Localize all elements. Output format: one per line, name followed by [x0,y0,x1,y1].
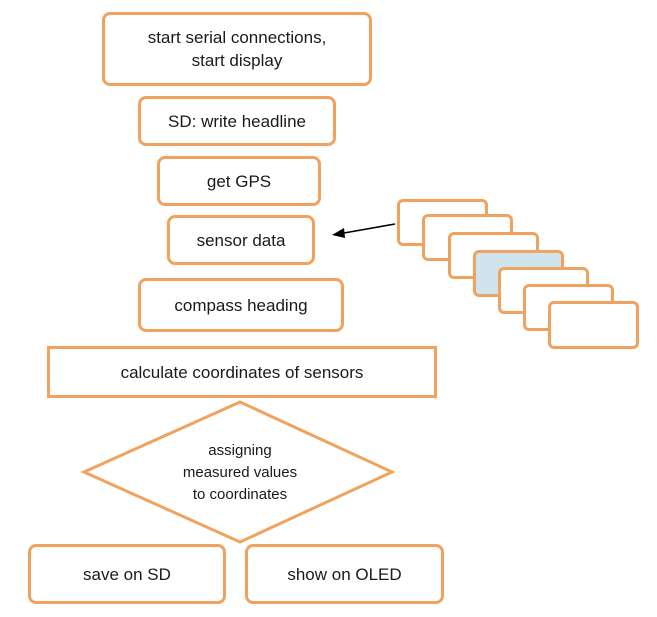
step-calculate-coordinates: calculate coordinates of sensors [47,346,437,398]
step-start-serial-line2: start display [191,51,283,70]
sensor-card-7 [548,301,639,349]
step-compass-heading: compass heading [138,278,344,332]
sensor-arrow-head [332,228,345,238]
output-show-on-oled-label: show on OLED [287,564,402,584]
decision-label-line3: to coordinates [192,486,288,503]
step-sd-headline-label: SD: write headline [168,111,306,131]
step-compass-heading-label: compass heading [174,295,308,315]
sensor-arrow-line [343,223,396,234]
step-get-gps: get GPS [157,156,321,206]
output-show-on-oled: show on OLED [245,544,444,604]
step-calculate-coordinates-label: calculate coordinates of sensors [120,362,364,382]
step-sensor-data-label: sensor data [196,230,286,250]
decision-label: assigning measured values to coordinates [130,440,350,506]
step-sensor-data: sensor data [167,215,315,265]
output-save-on-sd: save on SD [28,544,226,604]
step-get-gps-label: get GPS [206,171,272,191]
step-sd-headline: SD: write headline [138,96,336,146]
step-start-serial: start serial connections, start display [102,12,372,86]
decision-label-line2: measured values [182,464,298,481]
step-start-serial-line1: start serial connections, [147,28,327,47]
decision-diamond [80,400,396,544]
output-save-on-sd-label: save on SD [83,564,171,584]
decision-label-line1: assigning [208,442,272,459]
